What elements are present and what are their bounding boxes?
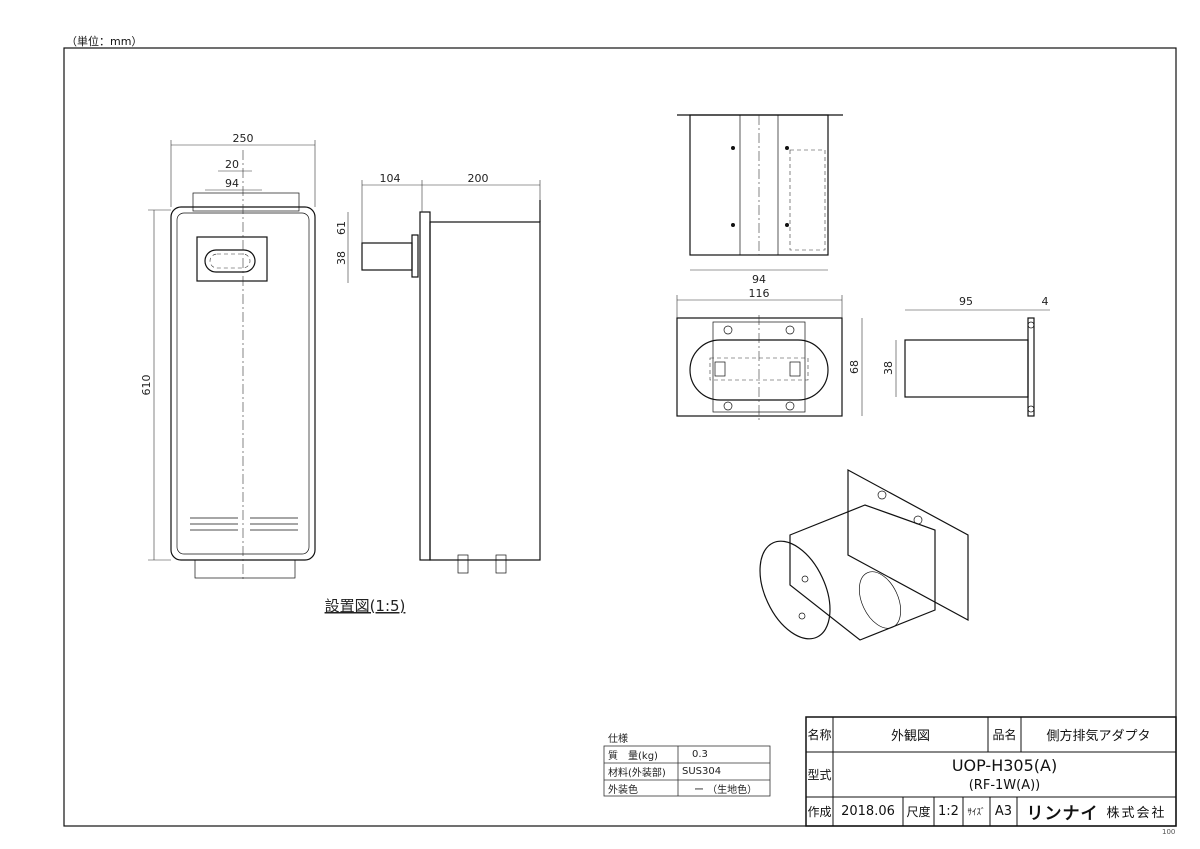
product-label: 品名 — [992, 728, 1017, 742]
dim-top-width: 94 — [752, 273, 766, 286]
spec-label: 材料(外装部) — [608, 768, 666, 779]
company-logo: リンナイ — [1026, 804, 1099, 824]
spec-label: 質 量(kg) — [608, 751, 658, 762]
model-sub: (RF-1W(A)) — [968, 778, 1041, 793]
dim-side-pipe: 38 — [335, 251, 348, 265]
scale-label: 尺度 — [906, 805, 931, 819]
dim-side-body: 200 — [468, 172, 489, 185]
dim-side-top: 61 — [335, 221, 348, 235]
dim-front-pitch: 94 — [225, 177, 239, 190]
spec-label: 外装色 — [608, 784, 638, 796]
title-block-grid — [805, 716, 1177, 827]
size-value: A3 — [994, 804, 1013, 819]
drawing-frame — [63, 47, 1177, 827]
unit-note: （単位：mm） — [66, 35, 143, 48]
adapter-top-view — [677, 114, 843, 271]
front-view — [148, 140, 316, 580]
sheet-code: 100 — [1162, 828, 1176, 836]
size-label: ｻｲｽﾞ — [967, 808, 986, 818]
adapter-isometric-view — [759, 468, 969, 641]
side-view — [347, 180, 541, 574]
dim-front-adapter-height: 68 — [848, 360, 861, 374]
scale-value: 1:2 — [938, 804, 959, 819]
created-value: 2018.06 — [841, 804, 895, 819]
company-name: リンナイ 株式会社 — [1017, 797, 1176, 826]
dim-side-adapter: 104 — [380, 172, 401, 185]
adapter-side-view — [895, 309, 1050, 417]
name-label: 名称 — [807, 728, 832, 742]
dim-front-width: 250 — [233, 132, 254, 145]
dim-front-adapter-width: 116 — [749, 287, 770, 300]
model-label: 型式 — [807, 768, 832, 782]
product-value: 側方排気アダプタ — [1046, 729, 1151, 744]
dim-side-adapter-height: 38 — [882, 361, 895, 375]
spec-value: 0.3 — [692, 749, 708, 760]
name-value: 外観図 — [890, 729, 930, 744]
spec-table-grid — [603, 745, 771, 797]
dim-side-adapter-flange: 4 — [1042, 295, 1049, 308]
spec-title: 仕様 — [608, 733, 628, 745]
company-suffix: 株式会社 — [1106, 806, 1167, 821]
dim-front-height: 610 — [140, 375, 153, 396]
adapter-front-view — [676, 295, 863, 420]
created-label: 作成 — [807, 805, 832, 819]
dim-side-adapter-length: 95 — [959, 295, 973, 308]
dim-front-offset: 20 — [225, 158, 239, 171]
spec-value: ー （生地色） — [694, 784, 758, 796]
installation-caption: 設置図(1:5) — [325, 597, 406, 615]
spec-value: SUS304 — [682, 766, 722, 777]
model-value: UOP-H305(A) — [951, 755, 1058, 775]
